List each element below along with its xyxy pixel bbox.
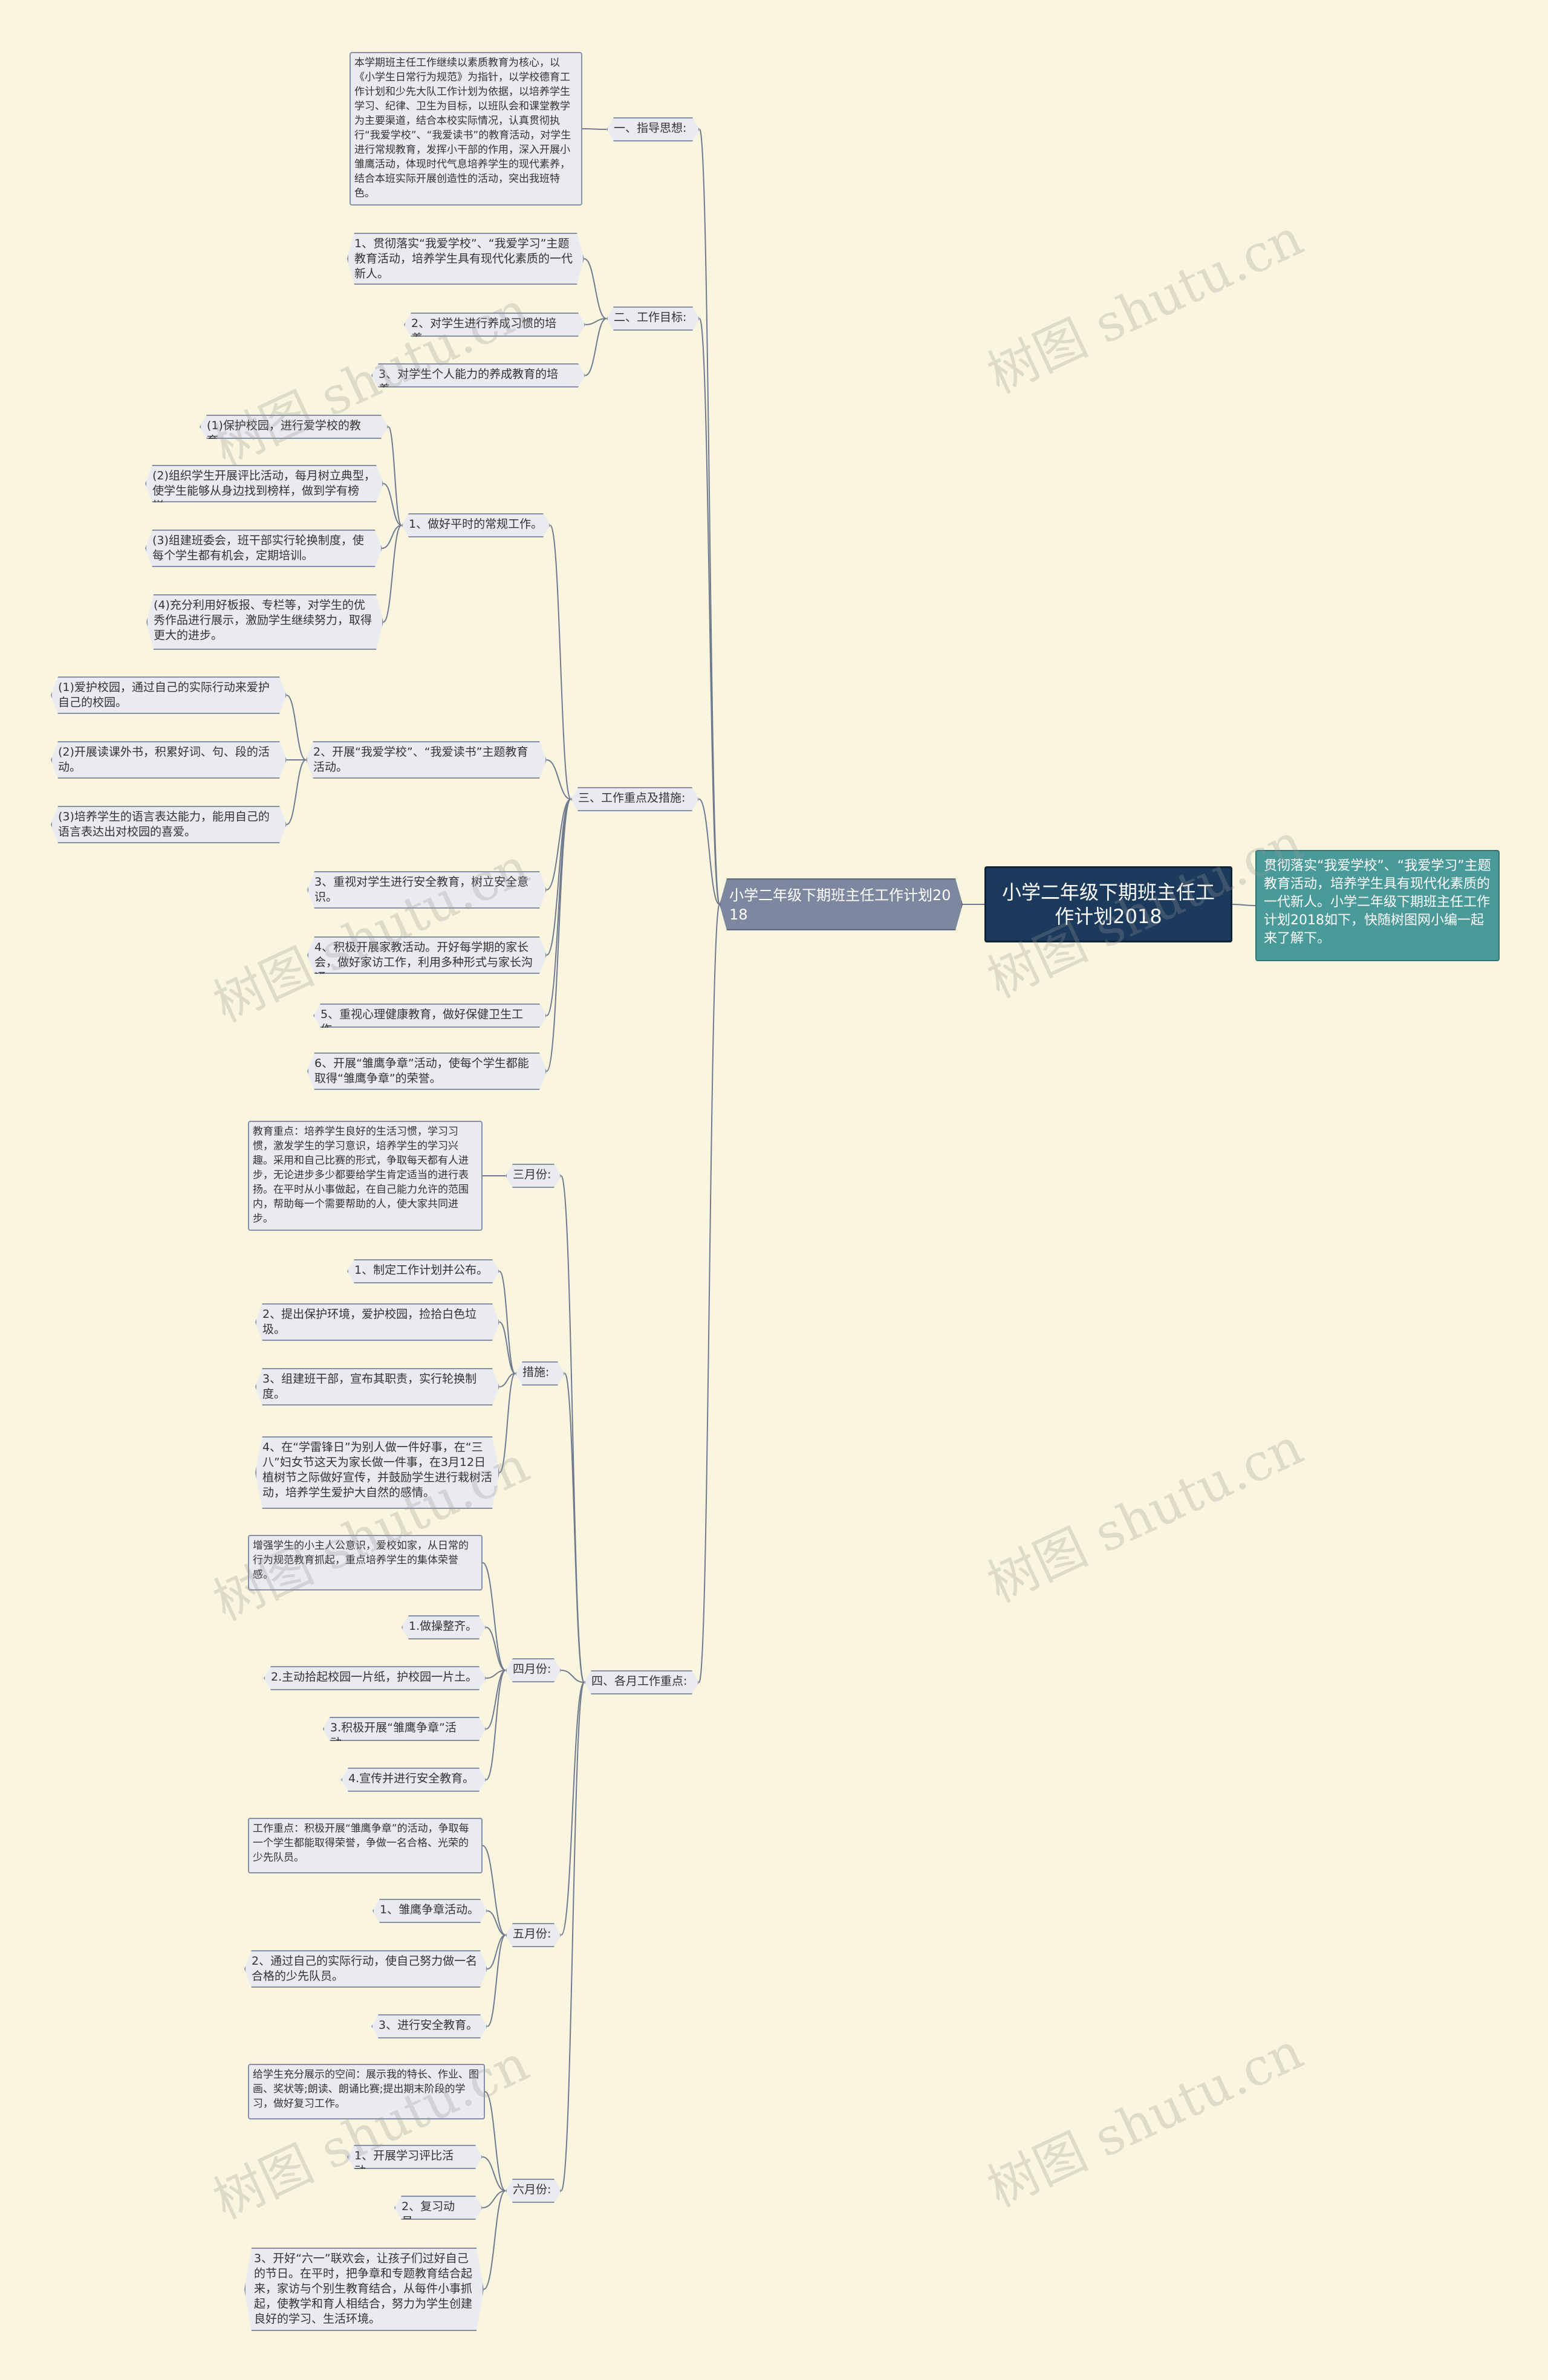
connector-line [482, 1562, 506, 1671]
connector-line [499, 1373, 516, 1387]
guiding-thought-text[interactable]: 本学期班主任工作继续以素质教育为核心，以《小学生日常行为规范》为指针，以学校德育… [350, 52, 582, 206]
connector-line [546, 799, 571, 1072]
connector-line [546, 799, 571, 956]
connector-line [546, 759, 571, 800]
connector-line [584, 258, 607, 319]
april-item[interactable]: 3.积极开展“雏鹰争章”活动。 [323, 1717, 486, 1741]
focus-item[interactable]: 5、重视心理健康教育，做好保健卫生工作。 [313, 1004, 547, 1028]
connector-line [499, 1373, 516, 1473]
measure-item[interactable]: 3、组建班干部，宣布其职责，实行轮换制度。 [255, 1368, 499, 1406]
month-may[interactable]: 五月份: [506, 1923, 561, 1947]
may-item[interactable]: 1、雏鹰争章活动。 [372, 1899, 487, 1923]
june-item[interactable]: 1、开展学习评比活动。 [347, 2145, 483, 2169]
june-item[interactable]: 给学生充分展示的空间：展示我的特长、作业、图画、奖状等;朗读、朗诵比赛;提出期末… [248, 2064, 485, 2119]
may-item[interactable]: 3、进行安全教育。 [371, 2014, 487, 2038]
april-item[interactable]: 2.主动拾起校园一片纸，护校园一片土。 [264, 1666, 486, 1690]
connector-line [499, 1321, 516, 1374]
connector-line [487, 1934, 506, 1970]
connector-line [1232, 904, 1256, 906]
routine-item[interactable]: (4)充分利用好板报、专栏等，对学生的优秀作品进行展示，激励学生继续努力，取得更… [146, 594, 383, 650]
connector-line [699, 318, 720, 905]
measures-node[interactable]: 措施: [515, 1361, 565, 1386]
connector-line [486, 1670, 506, 1679]
march-text[interactable]: 教育重点：培养学生良好的生活习惯，学习习惯，激发学生的学习意识，培养学生的学习兴… [248, 1121, 483, 1231]
routine-item[interactable]: (1)保护校园，进行爱学校的教育。 [200, 415, 388, 439]
goal-item[interactable]: 1、贯彻落实“我爱学校”、“我爱学习”主题教育活动，培养学生具有现代化素质的一代… [347, 233, 584, 285]
connector-line [482, 2190, 506, 2208]
connector-line [499, 1271, 516, 1374]
connector-line [698, 799, 720, 905]
section-guiding-thought[interactable]: 一、指导思想: [607, 117, 700, 141]
goal-item[interactable]: 2、对学生进行养成习惯的培养。 [404, 313, 585, 337]
month-march[interactable]: 三月份: [506, 1164, 561, 1188]
april-item[interactable]: 1.做操整齐。 [402, 1615, 486, 1639]
measure-item[interactable]: 1、制定工作计划并公布。 [347, 1259, 499, 1283]
routine-item[interactable]: (2)组织学生开展评比活动，每月树立典型，使学生能够从身边找到榜样，做到学有榜样… [145, 465, 383, 502]
section-focus-measures[interactable]: 三、工作重点及措施: [571, 787, 699, 811]
june-item[interactable]: 3、开好“六一”联欢会，让孩子们过好自己的节日。在平时，把争章和专题教育结合起来… [244, 2248, 484, 2331]
section-monthly-focus[interactable]: 四、各月工作重点: [584, 1670, 699, 1694]
connector-line [482, 2156, 506, 2191]
goal-item[interactable]: 3、对学生个人能力的养成教育的培养。 [371, 363, 585, 387]
connector-line [486, 1670, 506, 1730]
connector-line [698, 904, 720, 1683]
connector-line [699, 129, 720, 905]
focus-item[interactable]: 4、积极开展家教活动。开好每学期的家长会，做好家访工作，利用多种形式与家长沟通。 [307, 936, 547, 974]
measure-item[interactable]: 4、在“学雷锋日”为别人做一件好事，在“三八”妇女节这天为家长做一件事，在3月1… [255, 1436, 499, 1509]
month-april[interactable]: 四月份: [506, 1658, 561, 1682]
connector-line [561, 1175, 585, 1683]
connector-line [561, 1682, 585, 2191]
reading-activity-group[interactable]: 2、开展“我爱学校”、“我爱读书”主题教育活动。 [306, 741, 547, 779]
connector-line [382, 525, 402, 549]
connector-line [482, 1845, 506, 1936]
connector-line [585, 318, 607, 325]
root-topic[interactable]: 小学二年级下期班主任工作计划2018 [984, 866, 1232, 942]
connector-line [388, 426, 402, 526]
may-item[interactable]: 工作重点：积极开展“雏鹰争章”的活动，争取每一个学生都能取得荣誉，争做一名合格、… [248, 1818, 483, 1873]
section-work-goals[interactable]: 二、工作目标: [607, 306, 700, 331]
connector-line [550, 525, 571, 800]
summary-note[interactable]: 贯彻落实“我爱学校”、“我爱学习”主题教育活动，培养学生具有现代化素质的一代新人… [1255, 850, 1500, 961]
connector-line [585, 318, 607, 376]
connector-line [546, 799, 571, 890]
routine-item[interactable]: (3)组建班委会，班干部实行轮换制度，使每个学生都有机会，定期培训。 [145, 530, 382, 567]
reading-activity-item[interactable]: (3)培养学生的语言表达能力，能用自己的语言表达出对校园的喜爱。 [51, 806, 287, 843]
connector-line [564, 1373, 585, 1683]
may-item[interactable]: 2、通过自己的实际行动，使自己努力做一名合格的少先队员。 [244, 1950, 487, 1988]
connector-line [383, 483, 402, 526]
main-branch[interactable]: 小学二年级下期班主任工作计划2018 [720, 878, 963, 930]
connector-line [561, 1670, 585, 1683]
connector-line [487, 1910, 506, 1936]
connector-line [546, 799, 571, 1016]
connector-line [561, 1682, 585, 1936]
month-june[interactable]: 六月份: [506, 2179, 561, 2203]
connector-line [484, 2091, 506, 2191]
connector-line [383, 525, 402, 623]
reading-activity-item[interactable]: (2)开展读课外书，积累好词、句、段的活动。 [51, 741, 287, 779]
june-item[interactable]: 2、复习动员。 [394, 2196, 483, 2220]
connector-line [486, 1627, 506, 1671]
focus-item[interactable]: 3、重视对学生进行安全教育，树立安全意识。 [307, 871, 547, 909]
measure-item[interactable]: 2、提出保护环境，爱护校园，捡拾白色垃圾。 [255, 1303, 499, 1341]
connector-line [483, 2190, 506, 2290]
connector-line [286, 759, 307, 825]
april-item[interactable]: 增强学生的小主人公意识，爱校如家，从日常的行为规范教育抓起，重点培养学生的集体荣… [248, 1535, 483, 1590]
connector-line [487, 1934, 506, 2027]
focus-item[interactable]: 6、开展“雏鹰争章”活动，使每个学生都能取得“雏鹰争章”的荣誉。 [307, 1052, 547, 1090]
routine-work-group[interactable]: 1、做好平时的常规工作。 [402, 513, 550, 537]
april-item[interactable]: 4.宣传并进行安全教育。 [341, 1768, 486, 1792]
connector-line [486, 1670, 506, 1780]
connector-line [286, 695, 307, 760]
reading-activity-item[interactable]: (1)爱护校园，通过自己的实际行动来爱护自己的校园。 [51, 676, 287, 714]
